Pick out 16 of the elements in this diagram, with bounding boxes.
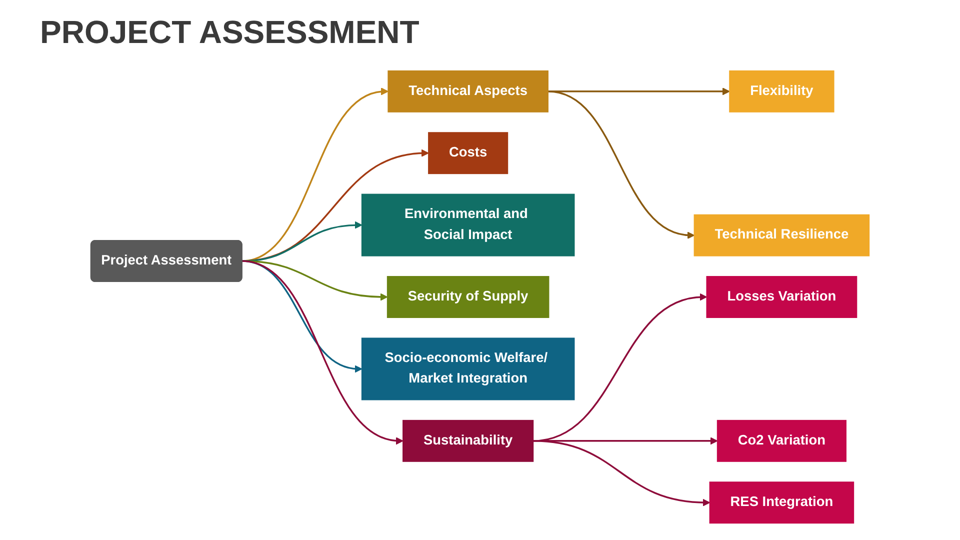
- node-box: RES Integration: [709, 482, 854, 524]
- node-box: Security of Supply: [386, 276, 550, 318]
- node-box: Socio-economic Welfare/ Market Integration: [361, 338, 575, 400]
- arrow: [533, 440, 710, 506]
- arrow: [242, 260, 388, 301]
- title: PROJECT ASSESSMENT: [39, 13, 420, 52]
- node-box: Costs: [428, 132, 508, 174]
- arrow: [242, 260, 404, 444]
- node-box: Technical Aspects: [388, 70, 548, 112]
- node-box: Environmental and Social Impact: [361, 194, 575, 256]
- node-box: Losses Variation: [706, 276, 858, 318]
- node-box: Co2 Variation: [716, 420, 846, 462]
- node-box: Sustainability: [402, 420, 534, 462]
- node-box: Flexibility: [729, 70, 834, 112]
- arrow: [548, 90, 695, 238]
- node-box: Technical Resilience: [694, 214, 870, 256]
